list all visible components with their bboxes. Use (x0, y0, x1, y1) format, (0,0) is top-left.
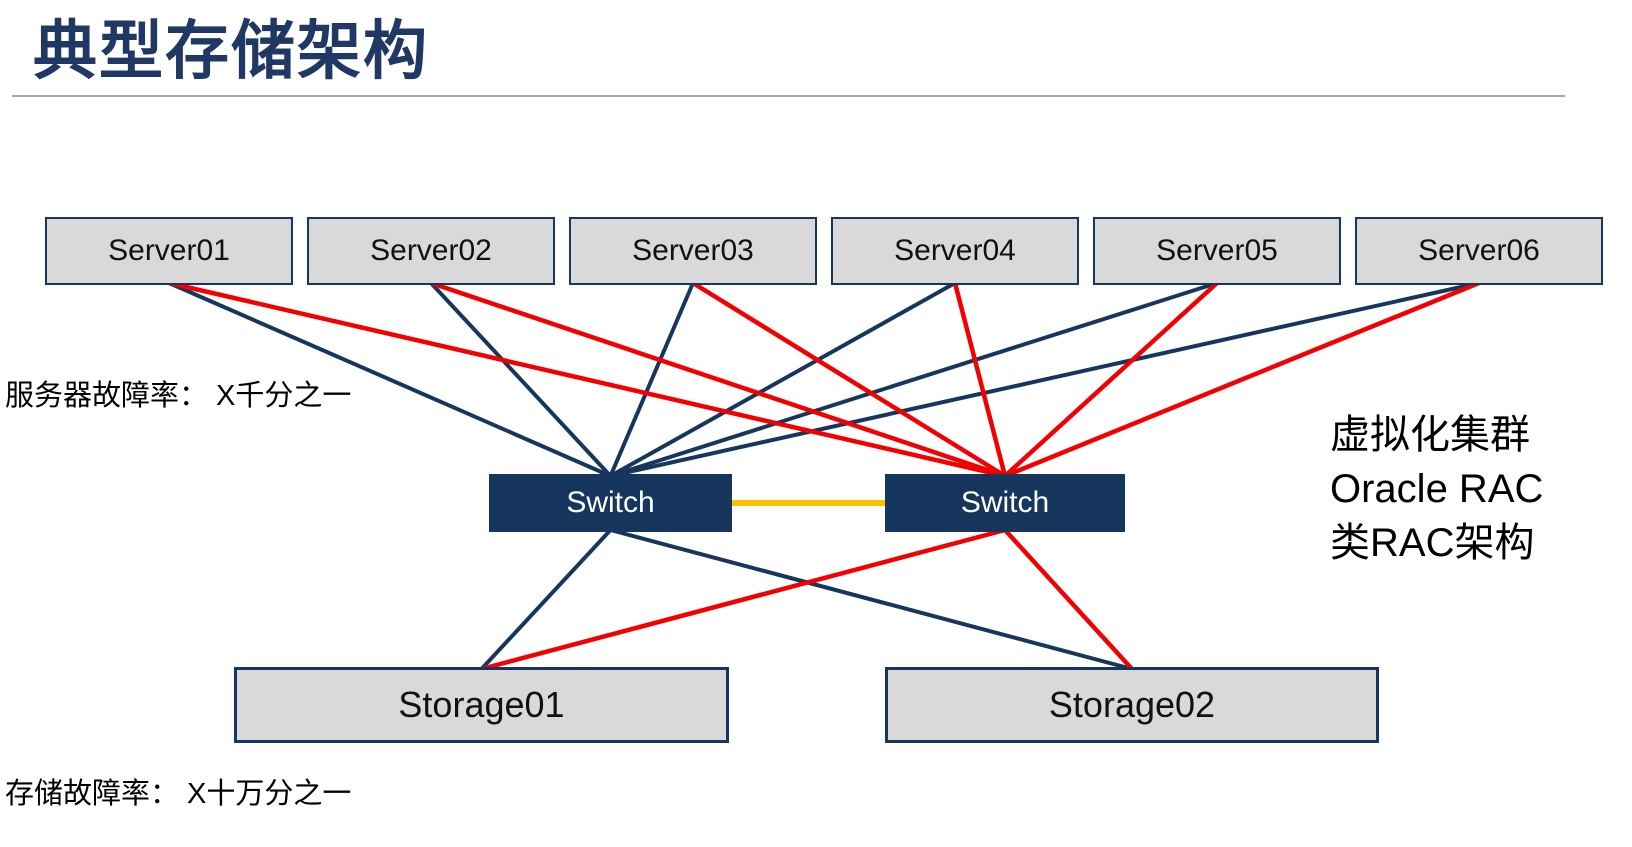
server01-label: Server01 (108, 234, 230, 267)
cluster-note-line1: 虚拟化集群 (1330, 413, 1530, 457)
cluster-architecture-note: 虚拟化集群 Oracle RAC 类RAC架构 (1330, 408, 1543, 570)
link-switch-2-to-storage-1 (480, 527, 1006, 672)
title-divider-line (12, 95, 1565, 97)
storage-failure-rate-note: 存储故障率： X十万分之一 (5, 778, 352, 810)
storage01-box: Storage01 (234, 667, 729, 743)
link-server-1-to-switch-1 (168, 281, 612, 478)
storage02-box: Storage02 (885, 667, 1379, 743)
switch-left-box: Switch (489, 474, 732, 532)
server-failure-rate-note: 服务器故障率： X千分之一 (5, 380, 352, 412)
server02-box: Server02 (307, 217, 555, 285)
link-server-5-to-switch-1 (609, 281, 1218, 478)
server04-label: Server04 (894, 234, 1016, 267)
link-server-5-to-switch-2 (1003, 281, 1219, 478)
link-switch-1-to-storage-1 (480, 528, 612, 671)
link-server-1-to-switch-2 (168, 280, 1006, 479)
storage01-label: Storage01 (398, 684, 565, 725)
link-switch-1-to-storage-2 (609, 528, 1133, 671)
cluster-note-line2: Oracle RAC (1330, 467, 1544, 511)
server06-box: Server06 (1355, 217, 1603, 285)
link-server-3-to-switch-1 (608, 282, 695, 477)
link-server-4-to-switch-1 (609, 281, 956, 478)
server01-box: Server01 (45, 217, 293, 285)
link-switch-2-to-storage-2 (1003, 528, 1134, 671)
switch-left-label: Switch (566, 486, 655, 519)
link-server-2-to-switch-2 (430, 280, 1006, 479)
link-server-2-to-switch-1 (429, 281, 612, 478)
link-server-6-to-switch-1 (610, 281, 1480, 478)
switch-right-label: Switch (960, 486, 1050, 519)
server03-box: Server03 (569, 217, 817, 285)
server05-label: Server05 (1156, 234, 1278, 267)
server03-label: Server03 (632, 234, 754, 267)
page-title: 典型存储架构 (33, 15, 429, 87)
server04-box: Server04 (831, 217, 1079, 285)
link-server-3-to-switch-2 (691, 281, 1007, 478)
server05-box: Server05 (1093, 217, 1341, 285)
storage02-label: Storage02 (1048, 684, 1216, 725)
server06-label: Server06 (1418, 234, 1540, 267)
cluster-note-line3: 类RAC架构 (1330, 521, 1535, 565)
link-server-6-to-switch-2 (1004, 280, 1480, 479)
server02-label: Server02 (370, 234, 492, 267)
link-server-4-to-switch-2 (952, 282, 1008, 477)
switch-right-box: Switch (885, 474, 1125, 532)
